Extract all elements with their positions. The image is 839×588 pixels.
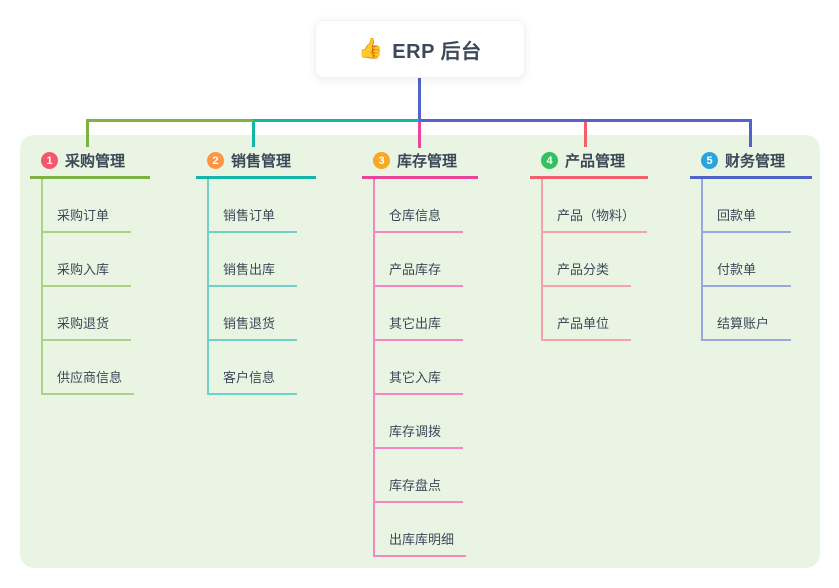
branch: 1 采购管理采购订单采购入库采购退货供应商信息 (30, 147, 150, 395)
branch-drop-line (86, 119, 89, 147)
bus-line-middle (253, 119, 419, 122)
child-row: 供应商信息 (41, 341, 150, 395)
child-row: 采购入库 (41, 233, 150, 287)
branch-header[interactable]: 3 库存管理 (362, 147, 478, 179)
child-node[interactable]: 其它入库 (373, 367, 463, 395)
branch-drop-line (584, 119, 587, 147)
child-row: 其它出库 (373, 287, 478, 341)
branch-number-badge: 4 (541, 152, 558, 169)
bus-line-right (419, 119, 752, 122)
branch-number-badge: 3 (373, 152, 390, 169)
root-title: ERP 后台 (392, 40, 482, 63)
child-node[interactable]: 产品库存 (373, 259, 463, 287)
branch-drop-line (252, 119, 255, 147)
child-node[interactable]: 销售订单 (207, 205, 297, 233)
child-node[interactable]: 出库库明细 (373, 529, 467, 557)
child-node[interactable]: 供应商信息 (41, 367, 135, 395)
branch-header[interactable]: 5 财务管理 (690, 147, 812, 179)
branch-label: 产品管理 (565, 153, 626, 170)
thumbs-up-icon: 👍 (358, 38, 384, 60)
branch-label: 财务管理 (725, 153, 786, 170)
branch: 5 财务管理回款单付款单结算账户 (690, 147, 812, 341)
child-row: 销售订单 (207, 179, 316, 233)
branch-label: 库存管理 (397, 153, 458, 170)
background-panel (20, 135, 820, 568)
branch-children-line (541, 179, 543, 341)
branch-children-line (373, 179, 375, 557)
child-node[interactable]: 产品单位 (541, 313, 631, 341)
child-row: 其它入库 (373, 341, 478, 395)
child-row: 产品分类 (541, 233, 648, 287)
root-node[interactable]: 👍 ERP 后台 (315, 20, 525, 78)
child-node[interactable]: 库存调拨 (373, 421, 463, 449)
branch: 4 产品管理产品（物料） 产品分类产品单位 (530, 147, 648, 341)
child-node[interactable]: 仓库信息 (373, 205, 463, 233)
branch-header[interactable]: 1 采购管理 (30, 147, 150, 179)
branch-children-line (701, 179, 703, 341)
branch-number-badge: 2 (207, 152, 224, 169)
child-row: 库存调拨 (373, 395, 478, 449)
child-row: 产品（物料） (541, 179, 648, 233)
branch-children-line (207, 179, 209, 395)
child-row: 出库库明细 (373, 503, 478, 557)
child-row: 库存盘点 (373, 449, 478, 503)
branch-drop-line (749, 119, 752, 147)
root-connector-line (418, 78, 421, 120)
child-row: 回款单 (701, 179, 812, 233)
child-node[interactable]: 销售出库 (207, 259, 297, 287)
child-node[interactable]: 采购退货 (41, 313, 131, 341)
child-row: 销售出库 (207, 233, 316, 287)
child-row: 产品库存 (373, 233, 478, 287)
child-row: 采购订单 (41, 179, 150, 233)
child-row: 采购退货 (41, 287, 150, 341)
child-node[interactable]: 采购入库 (41, 259, 131, 287)
bus-line-left (86, 119, 253, 122)
child-row: 销售退货 (207, 287, 316, 341)
branch: 3 库存管理仓库信息产品库存其它出库其它入库库存调拨库存盘点出库库明细 (362, 147, 478, 557)
child-row: 仓库信息 (373, 179, 478, 233)
branch-number-badge: 5 (701, 152, 718, 169)
child-node[interactable]: 产品分类 (541, 259, 631, 287)
branch-drop-line (418, 122, 421, 148)
child-row: 产品单位 (541, 287, 648, 341)
child-node[interactable]: 产品（物料） (541, 205, 648, 233)
branch-children-line (41, 179, 43, 395)
branch-number-badge: 1 (41, 152, 58, 169)
branch-header[interactable]: 2 销售管理 (196, 147, 316, 179)
child-node[interactable]: 客户信息 (207, 367, 297, 395)
child-node[interactable]: 付款单 (701, 259, 791, 287)
child-node[interactable]: 销售退货 (207, 313, 297, 341)
branch-label: 销售管理 (231, 153, 292, 170)
child-node[interactable]: 库存盘点 (373, 475, 463, 503)
child-node[interactable]: 回款单 (701, 205, 791, 233)
branch-label: 采购管理 (65, 153, 126, 170)
branch-header[interactable]: 4 产品管理 (530, 147, 648, 179)
child-row: 结算账户 (701, 287, 812, 341)
child-row: 付款单 (701, 233, 812, 287)
branch: 2 销售管理销售订单销售出库销售退货客户信息 (196, 147, 316, 395)
child-row: 客户信息 (207, 341, 316, 395)
child-node[interactable]: 其它出库 (373, 313, 463, 341)
child-node[interactable]: 采购订单 (41, 205, 131, 233)
child-node[interactable]: 结算账户 (701, 313, 791, 341)
